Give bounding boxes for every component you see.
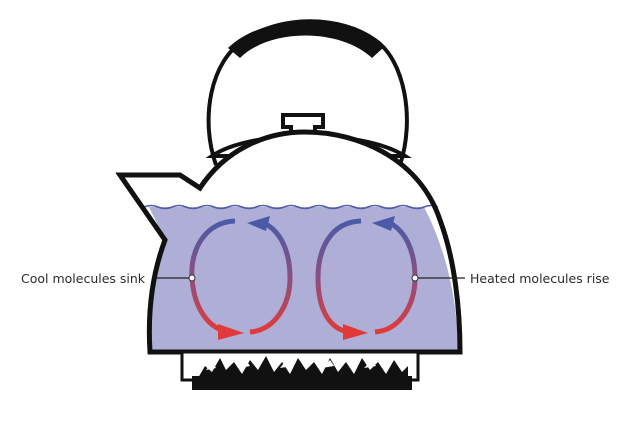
water [148, 207, 458, 352]
kettle-handle [206, 19, 409, 166]
convection-loop-left [188, 216, 293, 340]
kettle-body [115, 129, 463, 355]
arrowhead-up-icon [247, 216, 270, 231]
arrowhead-down-icon [218, 324, 244, 340]
water-surface [143, 204, 439, 210]
kettle-spout [115, 129, 463, 355]
label-heated-molecules-rise: Heated molecules rise [470, 271, 610, 286]
convection-loop-right [315, 216, 419, 340]
burner-flames [180, 350, 420, 390]
arrowhead-up-icon [372, 216, 395, 231]
label-cool-molecules-sink: Cool molecules sink [21, 271, 146, 286]
arrowhead-down-icon [343, 324, 368, 340]
